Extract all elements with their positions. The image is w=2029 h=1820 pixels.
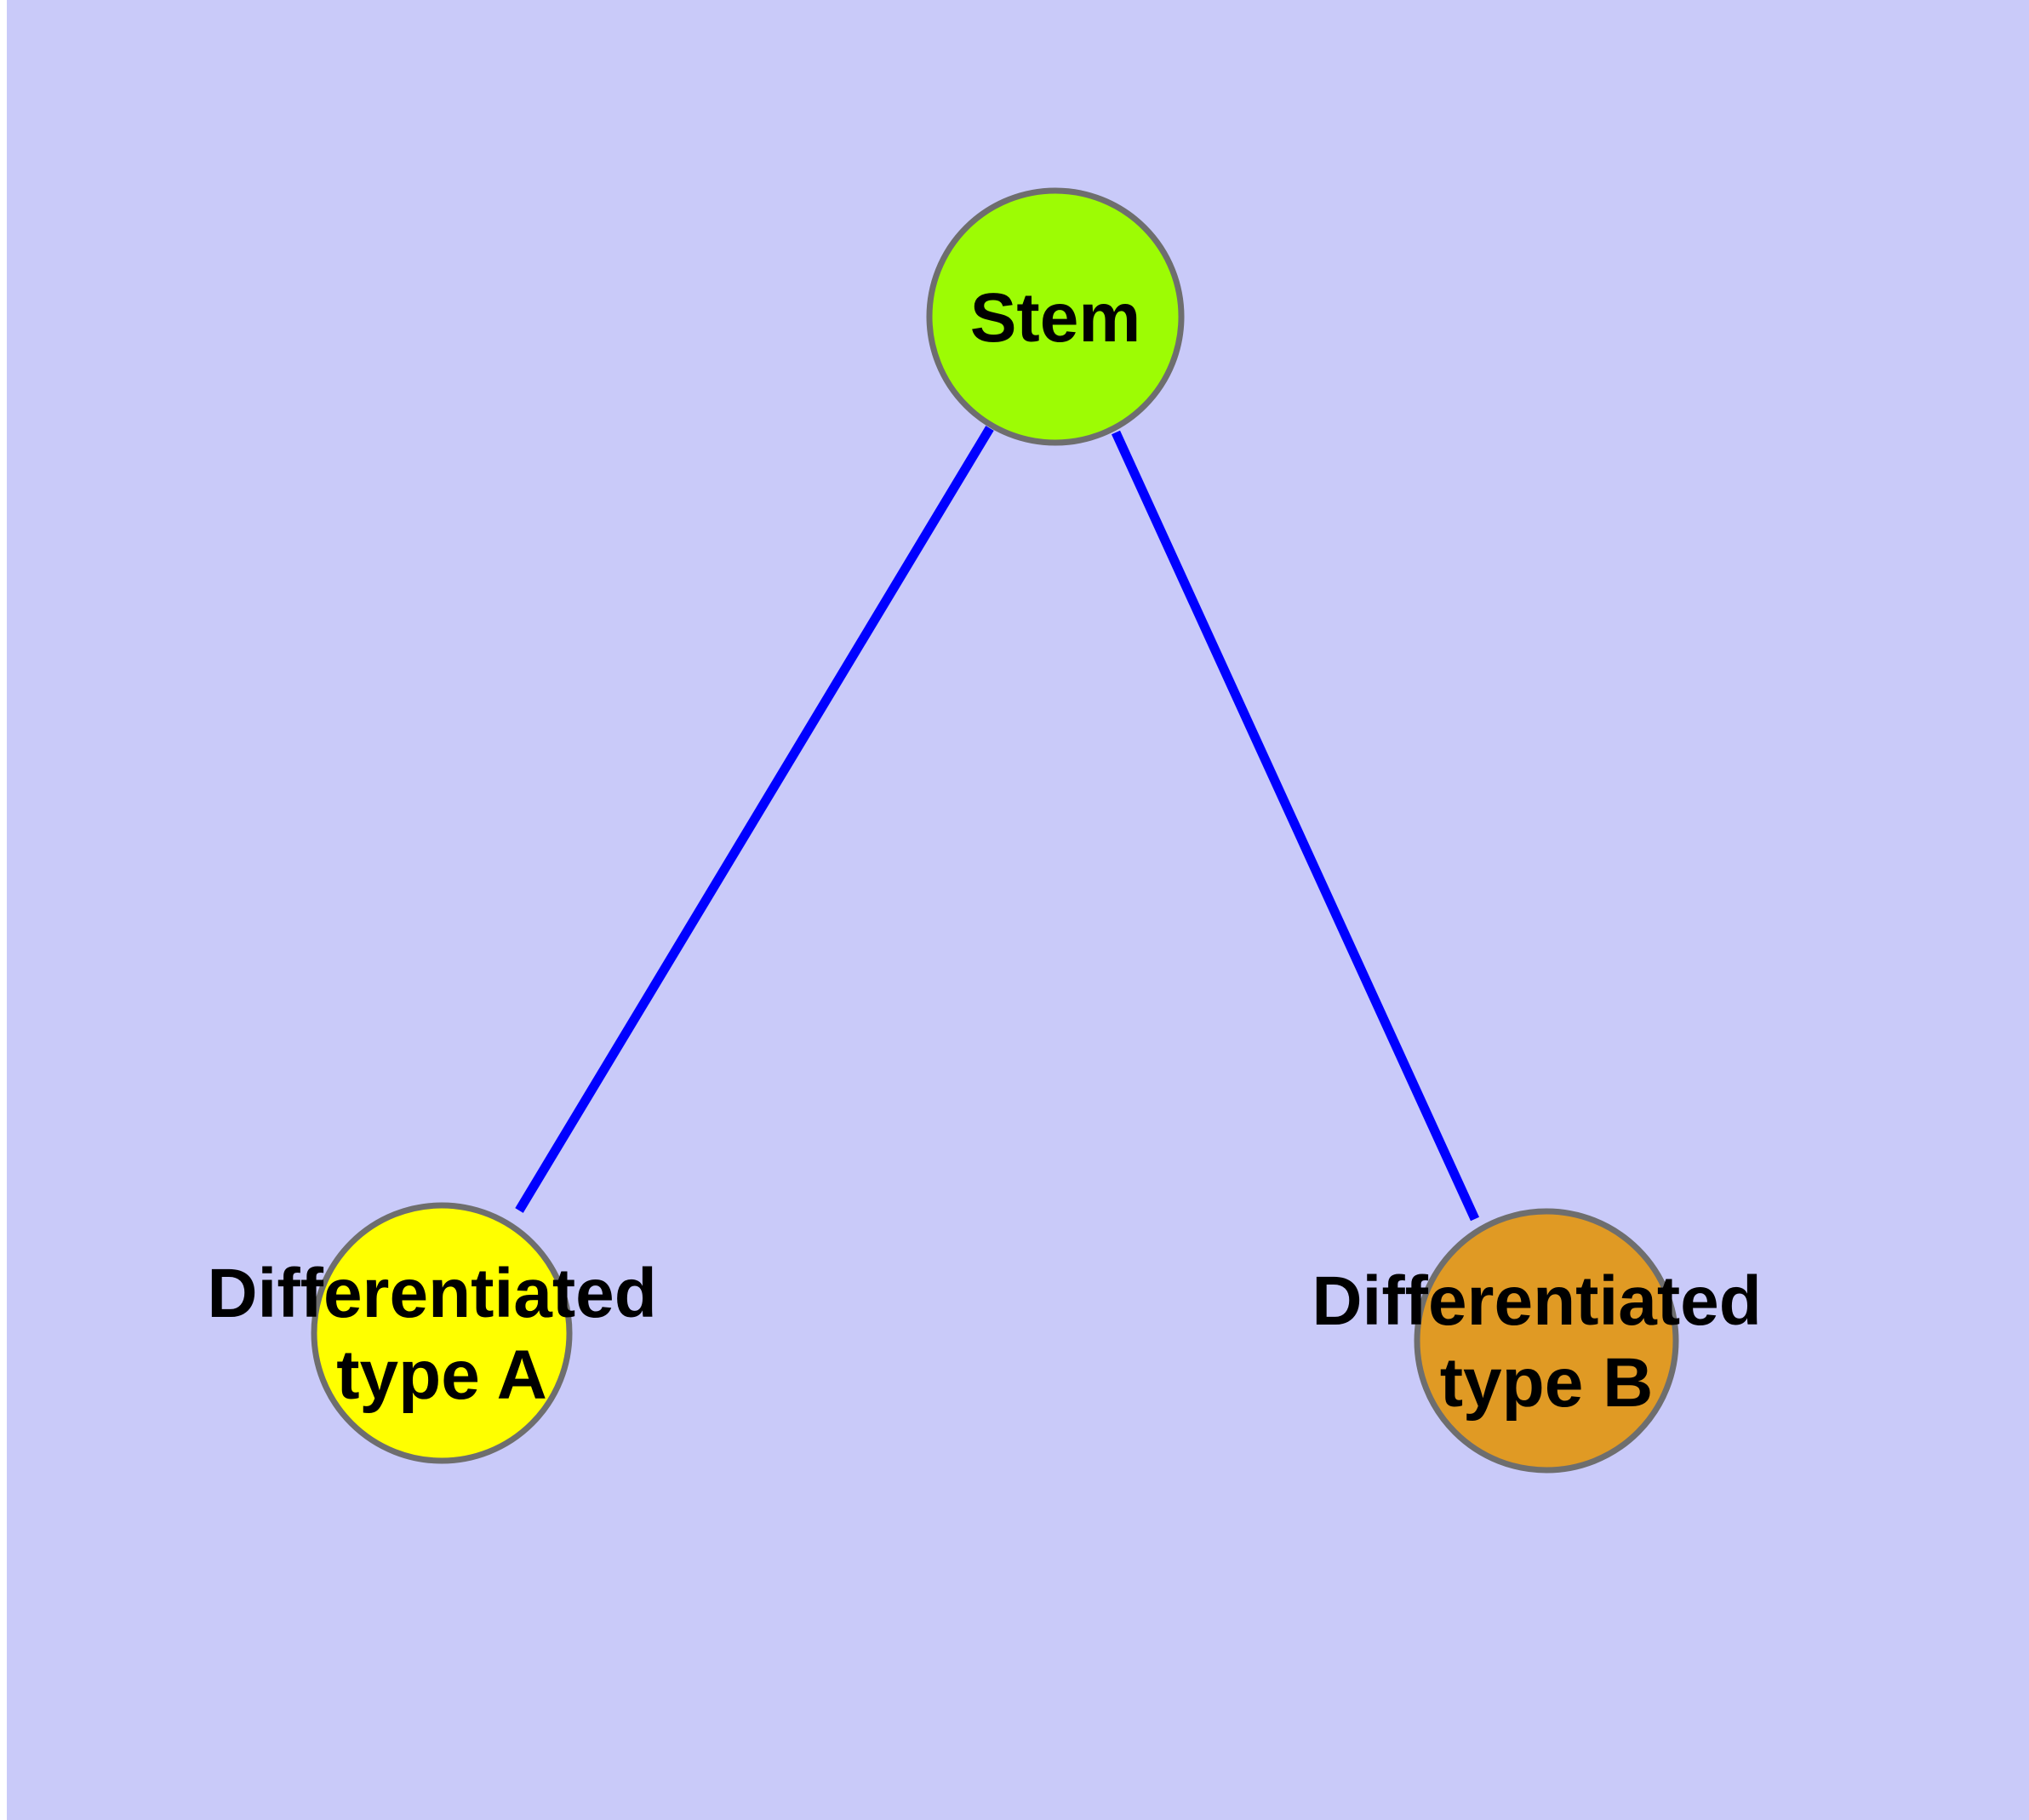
node-differentiated-type-a-circle[interactable]	[311, 1202, 573, 1464]
node-differentiated-type-a-label-line-1: Differentiated	[207, 1255, 657, 1332]
node-differentiated-type-a-label: Differentiated type A	[207, 1255, 676, 1414]
node-stem-label: Stem	[970, 279, 1141, 357]
node-stem-label-line-1: Stem	[970, 279, 1141, 357]
edge-stem-to-differentiated-type-a[interactable]	[515, 426, 994, 1213]
node-differentiated-type-a-label-line-2: type A	[336, 1336, 547, 1414]
node-stem-circle[interactable]	[926, 187, 1185, 446]
node-differentiated-type-b-label-line-2: type B	[1440, 1344, 1654, 1422]
node-layer	[311, 187, 1679, 1474]
node-differentiated-type-b-label: Differentiated type B	[1312, 1262, 1780, 1422]
node-differentiated-type-b-label-line-1: Differentiated	[1312, 1262, 1762, 1340]
node-differentiated-type-b-circle[interactable]	[1414, 1208, 1679, 1474]
edge-layer	[515, 426, 1480, 1222]
label-layer: Stem Differentiated type A Differentiate…	[207, 279, 1780, 1422]
edge-stem-to-differentiated-type-b[interactable]	[1111, 430, 1480, 1222]
